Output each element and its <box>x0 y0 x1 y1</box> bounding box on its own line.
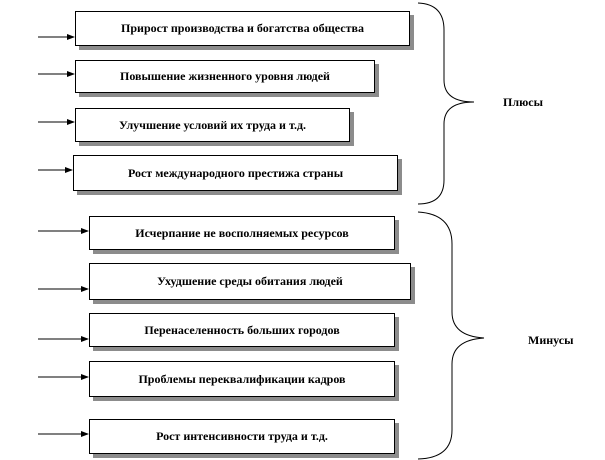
pros-item-3: Улучшение условий их труда и т.д. <box>75 108 350 142</box>
brace-pros <box>417 2 475 205</box>
cons-item-3: Перенаселенность больших городов <box>89 313 395 347</box>
cons-item-1: Исчерпание не восполняемых ресурсов <box>89 216 395 250</box>
cons-label: Минусы <box>528 333 574 347</box>
cons-item-5: Рост интенсивности труда и т.д. <box>89 419 395 454</box>
pros-item-2: Повышение жизненного уровня людей <box>75 60 375 93</box>
brace-cons <box>417 211 485 460</box>
pros-item-1: Прирост производства и богатства обществ… <box>75 11 410 46</box>
cons-item-2: Ухудшение среды обитания людей <box>89 263 411 300</box>
pros-item-4: Рост международного престижа страны <box>73 155 398 191</box>
pros-label: Плюсы <box>503 95 543 109</box>
cons-item-4: Проблемы переквалификации кадров <box>89 361 395 397</box>
